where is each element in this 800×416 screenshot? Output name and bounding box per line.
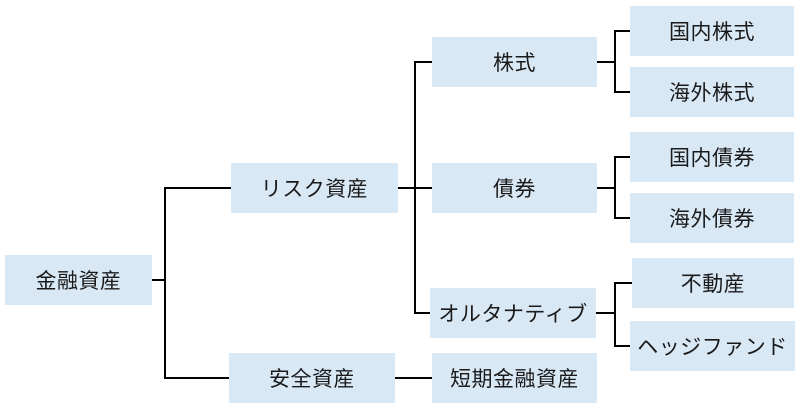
node-hedge-funds: ヘッジファンド bbox=[630, 321, 795, 371]
connector-trunk-level1 bbox=[164, 187, 166, 379]
connector-bracket-bonds bbox=[614, 156, 616, 219]
connector-bonds-to-bracket bbox=[597, 187, 616, 189]
connector-alternatives-to-bracket bbox=[596, 312, 616, 314]
connector-trunk-level2 bbox=[414, 61, 416, 314]
connector-safe-to-short-term bbox=[395, 377, 432, 379]
connector-bracket-equities bbox=[614, 30, 616, 93]
connector-to-real-estate bbox=[614, 282, 632, 284]
connector-trunk-to-safe-assets bbox=[164, 377, 229, 379]
connector-to-domestic-bonds bbox=[614, 156, 630, 158]
connector-to-foreign-equities bbox=[614, 91, 630, 93]
connector-to-domestic-equities bbox=[614, 30, 630, 32]
connector-to-foreign-bonds bbox=[614, 217, 630, 219]
node-safe-assets: 安全資産 bbox=[229, 353, 395, 403]
node-bonds: 債券 bbox=[432, 163, 597, 213]
node-domestic-equities: 国内株式 bbox=[630, 6, 794, 56]
connector-to-hedge-funds bbox=[614, 345, 630, 347]
node-short-term-assets: 短期金融資産 bbox=[432, 353, 597, 403]
node-financial-assets: 金融資産 bbox=[5, 255, 152, 305]
node-equities: 株式 bbox=[432, 37, 597, 87]
node-foreign-equities: 海外株式 bbox=[630, 67, 794, 117]
connector-trunk-to-risk-assets bbox=[164, 187, 231, 189]
connector-equities-to-bracket bbox=[597, 61, 616, 63]
connector-trunk-to-alternatives bbox=[414, 312, 430, 314]
connector-trunk-to-equities bbox=[414, 61, 432, 63]
node-foreign-bonds: 海外債券 bbox=[630, 193, 794, 243]
node-domestic-bonds: 国内債券 bbox=[630, 132, 794, 182]
node-risk-assets: リスク資産 bbox=[231, 163, 398, 213]
connector-bracket-alternatives bbox=[614, 282, 616, 347]
node-alternatives: オルタナティブ bbox=[430, 288, 596, 338]
node-real-estate: 不動産 bbox=[632, 258, 794, 308]
connector-root-to-trunk bbox=[152, 279, 166, 281]
